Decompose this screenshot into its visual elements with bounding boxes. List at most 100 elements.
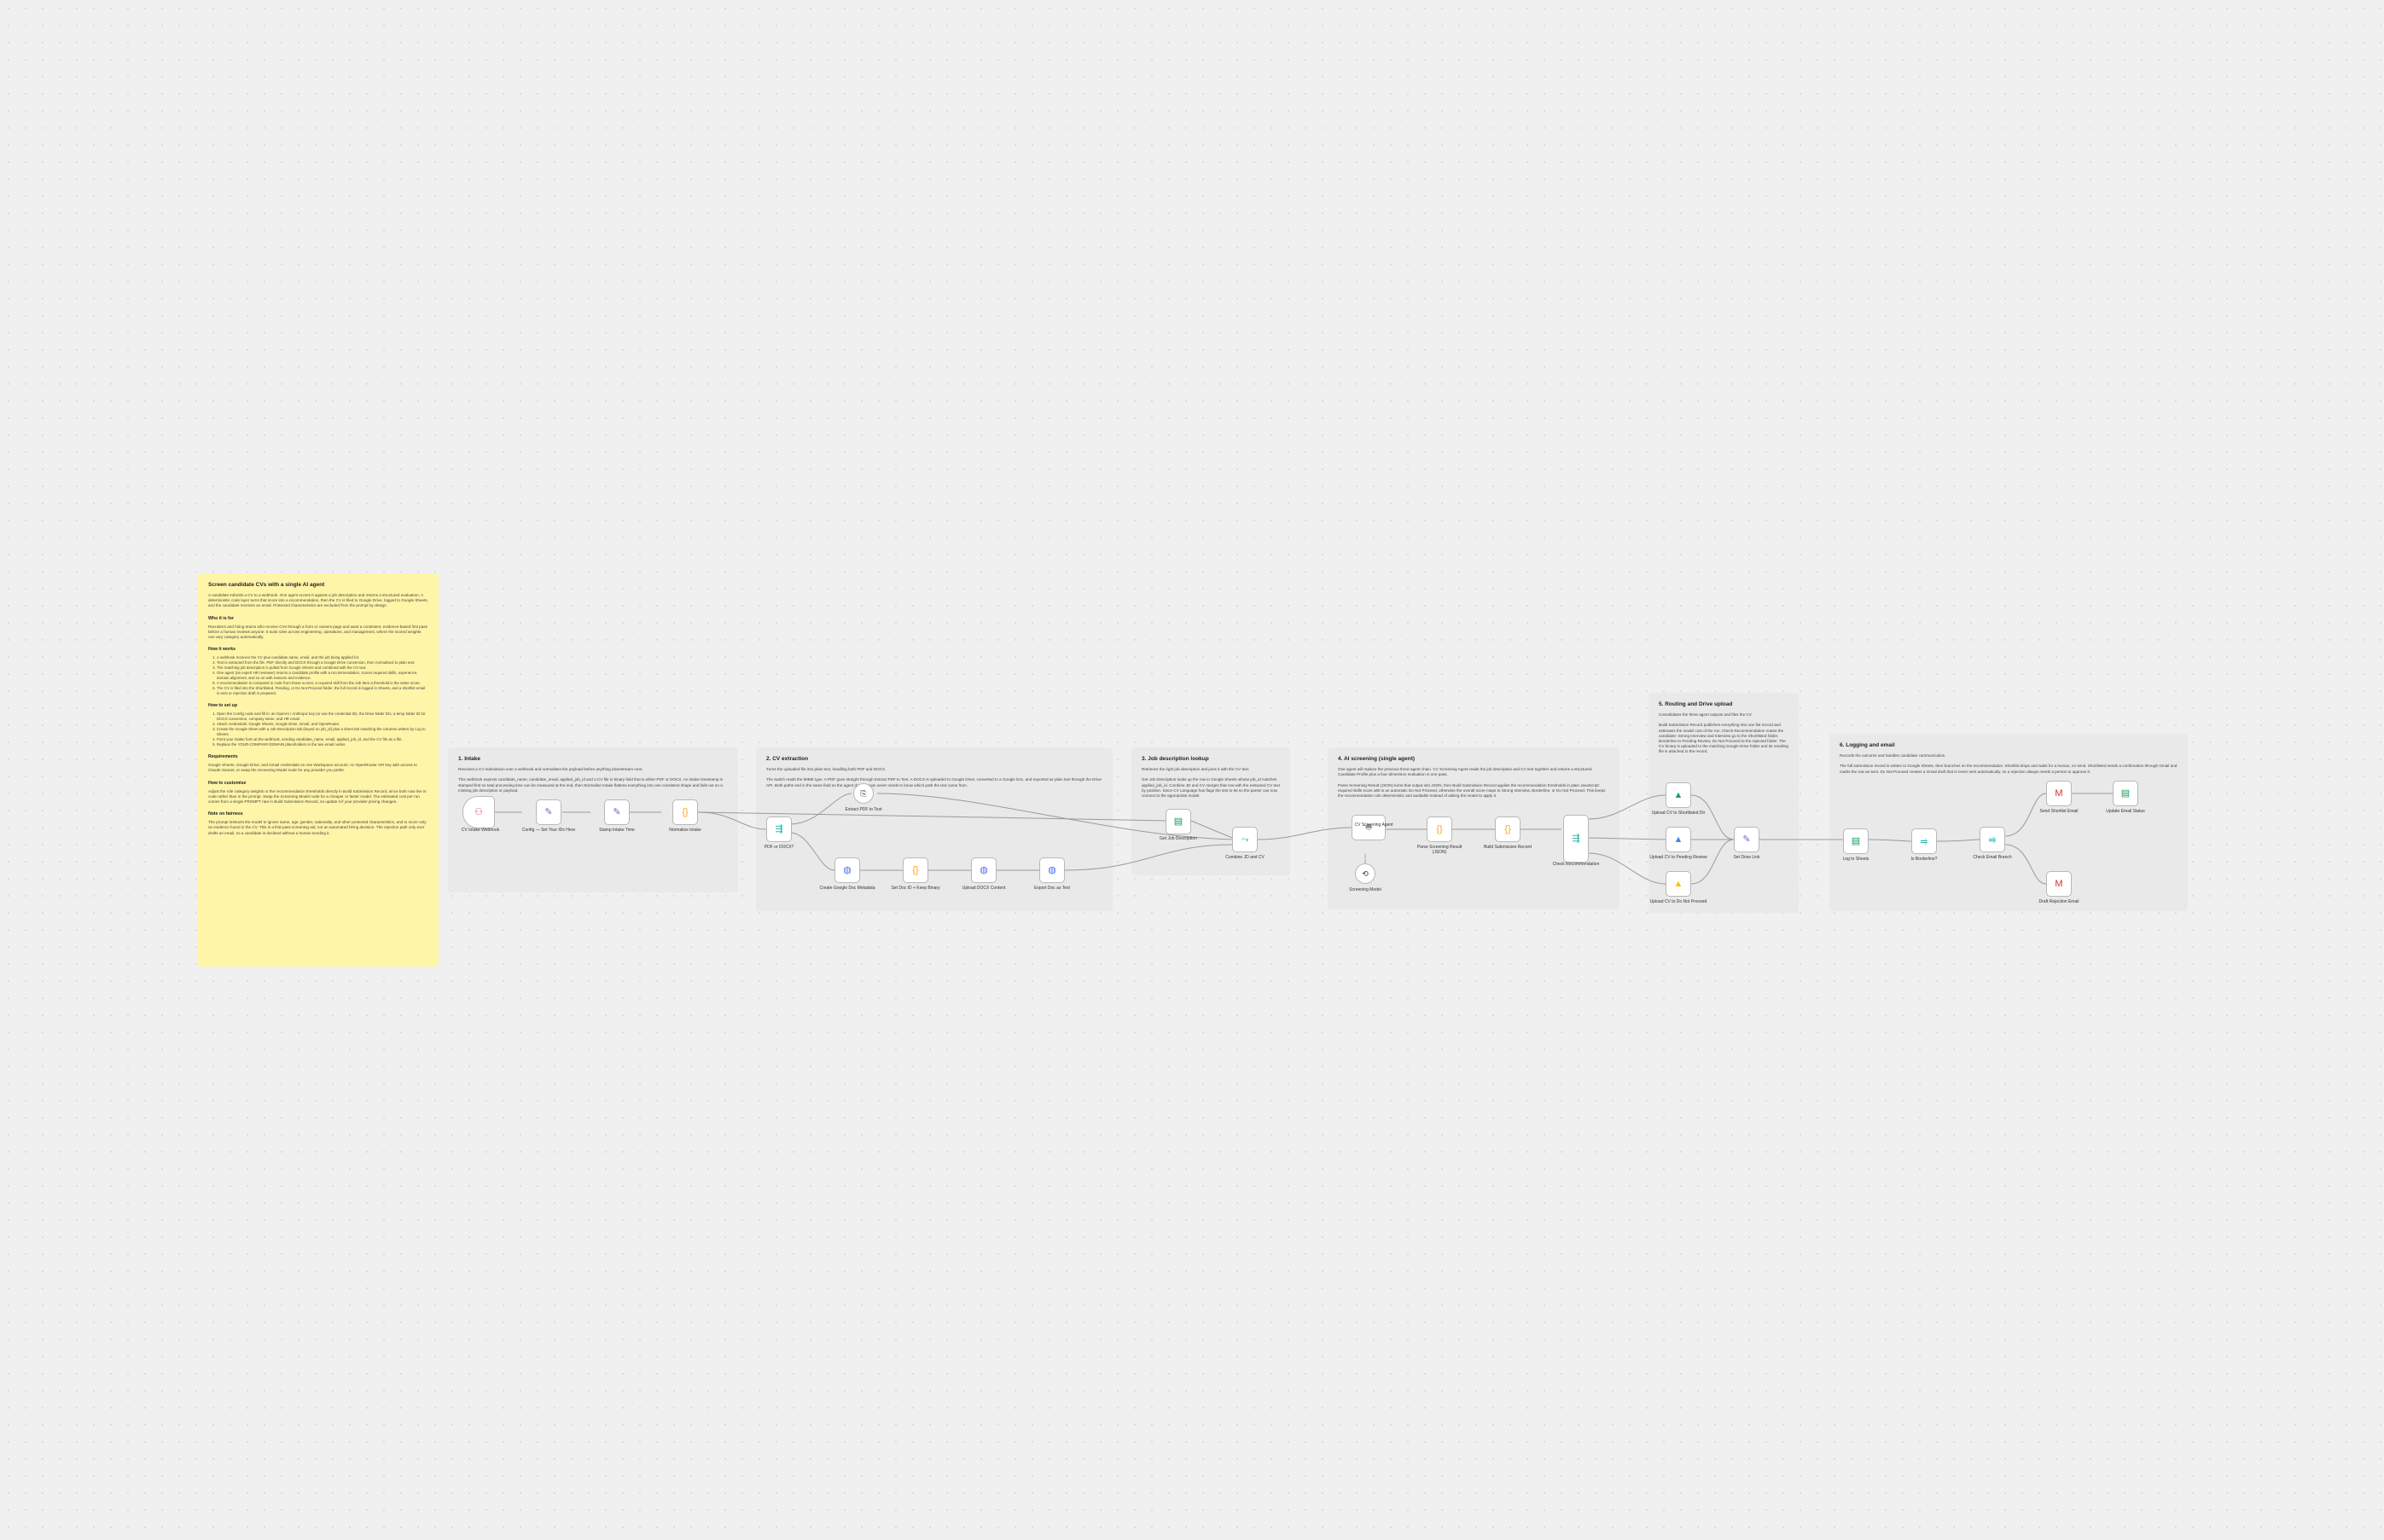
gmail-icon: M <box>2055 787 2063 799</box>
get-jd-node[interactable]: ▤ <box>1166 809 1191 834</box>
build-record-node[interactable]: {} <box>1495 816 1521 842</box>
overview-intro: A candidate submits a CV to a webhook. O… <box>208 593 428 608</box>
code-icon: {} <box>682 806 689 817</box>
node-label: Get Job Description <box>1160 836 1197 841</box>
webhook-icon: ⚇ <box>474 806 483 817</box>
upload-shortlisted-node[interactable]: ▲ <box>1666 782 1691 808</box>
globe-icon: ◍ <box>1048 864 1056 875</box>
connection <box>789 832 835 871</box>
section-text: Consolidates the three agent outputs and… <box>1659 712 1788 754</box>
section-text: One agent will replace the previous thre… <box>1338 767 1606 799</box>
normalize-intake-node[interactable]: {} <box>672 799 698 825</box>
export-doc-node[interactable]: ◍ <box>1039 857 1065 883</box>
list-item: The CV is filed into the Shortlisted, Pe… <box>217 686 428 696</box>
combine-node[interactable]: ⤳ <box>1232 827 1258 852</box>
section-cv-extraction[interactable]: 2. CV extraction Turns the uploaded file… <box>756 747 1113 911</box>
node-label: Update Email Status <box>2106 809 2145 814</box>
list-item: A webhook receives the CV plus candidate… <box>217 655 428 660</box>
create-gdoc-node[interactable]: ◍ <box>834 857 860 883</box>
overview-title: Screen candidate CVs with a single AI ag… <box>208 582 325 588</box>
list-item: Replace the YOUR-COMPANY-DOMAIN placehol… <box>217 742 428 747</box>
extract-pdf-node[interactable]: ⎘ <box>853 783 874 804</box>
list-item: Attach credentials: Google Sheets, Googl… <box>217 722 428 727</box>
section-title: 3. Job description lookup <box>1142 756 1209 762</box>
custom-heading: How to customise <box>208 780 247 786</box>
node-label: Log to Sheets <box>1842 857 1869 862</box>
list-item: Point your intake form at the webhook, s… <box>217 737 428 742</box>
node-label: CV Intake Webhook <box>461 828 500 833</box>
code-icon: {} <box>1504 823 1511 834</box>
connection <box>1588 837 1666 840</box>
node-label: Config — Set Your IDs Here <box>521 828 576 833</box>
connection <box>1190 820 1233 839</box>
node-label: Draft Rejection Email <box>2038 899 2079 904</box>
node-label: Combine JD and CV <box>1225 855 1265 860</box>
connection <box>1936 839 1980 842</box>
screening-agent-node[interactable]: 🤖︎ <box>1352 815 1386 840</box>
connection <box>1690 794 1735 840</box>
merge-icon: ⤳ <box>1241 834 1249 845</box>
parse-result-node[interactable]: {} <box>1427 816 1452 842</box>
node-label: Parse Screening Result (JSON) <box>1416 845 1462 855</box>
node-label: Set Doc ID + Keep Binary <box>891 886 940 891</box>
config-node[interactable]: ✎ <box>536 799 561 825</box>
sheets-icon: ▤ <box>1173 816 1183 827</box>
section-logging[interactable]: 6. Logging and email Records the outcome… <box>1829 734 2188 911</box>
screening-model-node[interactable]: ⟲ <box>1355 863 1375 884</box>
section-title: 4. AI screening (single agent) <box>1338 756 1416 762</box>
how-steps: A webhook receives the CV plus candidate… <box>217 655 428 696</box>
sheets-icon: ▤ <box>2120 787 2131 799</box>
overview-sticky[interactable]: Screen candidate CVs with a single AI ag… <box>198 573 439 967</box>
branch-icon: ⥤ <box>1920 835 1928 846</box>
section-text: Retrieves the right job description and … <box>1142 767 1280 799</box>
check-rec-node[interactable]: ⇶ <box>1563 815 1589 863</box>
pen-icon: ✎ <box>613 806 621 817</box>
list-item: Open the Config node and fill in: an Ope… <box>217 712 428 722</box>
is-borderline-node[interactable]: ⥤ <box>1911 828 1937 854</box>
model-icon: ⟲ <box>1362 869 1369 878</box>
list-item: A recommendation is computed in code fro… <box>217 681 428 686</box>
send-shortlist-node[interactable]: M <box>2046 781 2072 806</box>
gmail-icon: M <box>2055 878 2063 889</box>
stamp-intake-node[interactable]: ✎ <box>604 799 630 825</box>
node-label: Send Shortlist Email <box>2039 809 2079 814</box>
update-status-node[interactable]: ▤ <box>2113 781 2138 806</box>
pdf-or-docx-node[interactable]: ⇶ <box>766 816 792 842</box>
google-drive-icon: ▲ <box>1673 789 1683 800</box>
check-email-node[interactable]: ⥤ <box>1980 827 2005 852</box>
node-label: Export Doc as Text <box>1034 886 1070 891</box>
draft-rejection-node[interactable]: M <box>2046 871 2072 897</box>
section-ai-screening[interactable]: 4. AI screening (single agent) One agent… <box>1328 747 1619 909</box>
notes-text: The prompt instructs the model to ignore… <box>208 820 427 835</box>
node-label: Upload DOCX Content <box>962 886 1006 891</box>
connection <box>876 793 1233 840</box>
pen-icon: ✎ <box>1742 834 1751 845</box>
file-text-icon: ⎘ <box>860 788 867 798</box>
switch-icon: ⇶ <box>775 823 783 834</box>
code-icon: {} <box>912 864 919 875</box>
how-heading: How it works <box>208 647 235 653</box>
robot-icon: 🤖︎ <box>1365 822 1372 833</box>
set-drive-link-node[interactable]: ✎ <box>1734 827 1759 852</box>
list-item: The matching job description is pulled f… <box>217 665 428 671</box>
node-label: Extract PDF to Text <box>845 807 882 812</box>
pen-icon: ✎ <box>544 806 553 817</box>
node-label: Is Borderline? <box>1910 857 1938 862</box>
notes-heading: Note on fairness <box>208 811 243 817</box>
node-label: Screening Model <box>1349 887 1381 892</box>
upload-pending-node[interactable]: ▲ <box>1666 827 1691 852</box>
set-doc-id-node[interactable]: {} <box>903 857 928 883</box>
upload-docx-node[interactable]: ◍ <box>971 857 997 883</box>
log-sheets-node[interactable]: ▤ <box>1843 828 1869 854</box>
google-drive-icon: ▲ <box>1673 834 1683 845</box>
upload-dnp-node[interactable]: ▲ <box>1666 871 1691 897</box>
intake-webhook-node[interactable]: ⚇ <box>462 796 495 828</box>
connection <box>1588 794 1666 820</box>
switch-icon: ⇶ <box>1572 833 1580 844</box>
connection <box>1868 839 1912 842</box>
sheets-icon: ▤ <box>1851 835 1861 846</box>
section-job-description[interactable]: 3. Job description lookup Retrieves the … <box>1131 747 1290 875</box>
connection <box>1064 844 1233 871</box>
connection <box>1588 852 1666 885</box>
list-item: One agent (an expert HR reviewer) return… <box>217 671 428 681</box>
